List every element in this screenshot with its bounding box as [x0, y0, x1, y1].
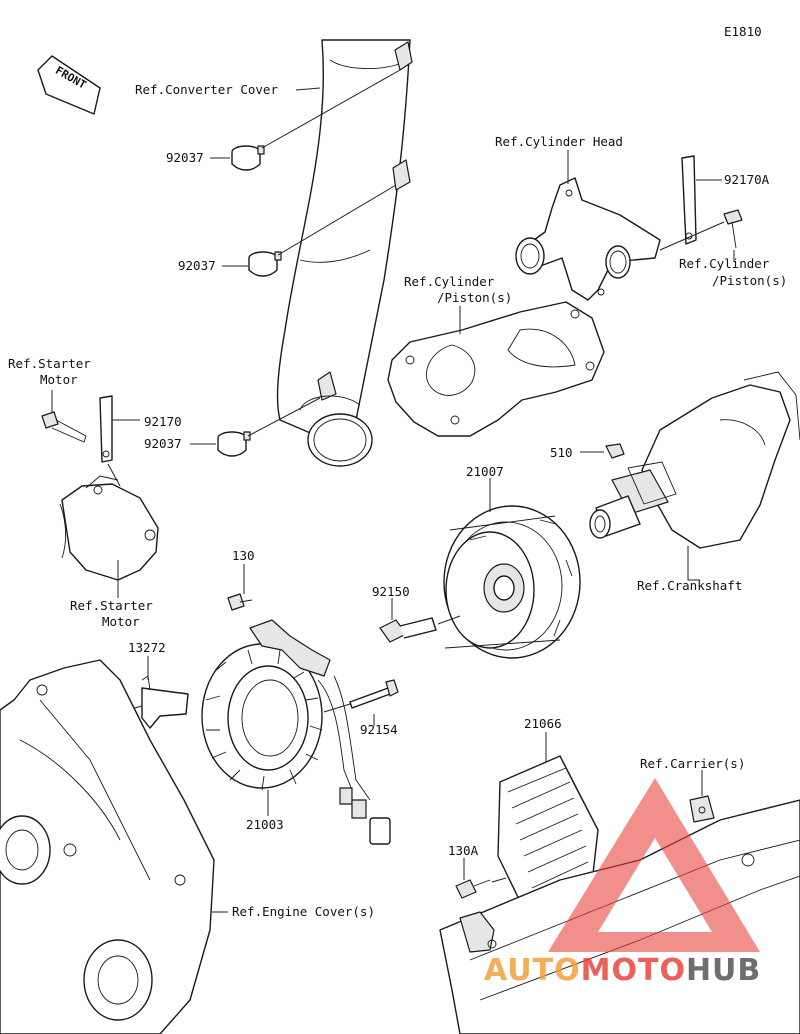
bracket-13272 [141, 675, 189, 729]
watermark-text-moto: MOTO [581, 953, 686, 988]
engine-cover [0, 659, 215, 1034]
clamp-92037-b [248, 251, 282, 277]
converter-duct [276, 39, 413, 467]
watermark-triangle-icon [548, 778, 760, 952]
label-21003: 21003 [246, 817, 284, 832]
label-92170A: 92170A [724, 172, 770, 187]
label-130: 130 [232, 548, 255, 563]
watermark-text-hub: HUB [686, 953, 761, 988]
label-92037-a: 92037 [166, 150, 204, 165]
strap-92170 [99, 395, 113, 463]
label-13272: 13272 [128, 640, 166, 655]
label-92150: 92150 [372, 584, 410, 599]
stator-21003 [201, 619, 391, 845]
bolt-starter [41, 411, 87, 443]
cylinder-gasket-plate [387, 301, 605, 437]
bolt-130A [455, 879, 491, 899]
label-ref-engine-cover: Ref.Engine Cover(s) [232, 904, 375, 919]
cylinder-head-intake [515, 177, 661, 301]
label-ref-cylinder-2: /Piston(s) [437, 290, 512, 305]
label-21066: 21066 [524, 716, 562, 731]
label-92037-c: 92037 [144, 436, 182, 451]
strap-92170A [681, 155, 697, 245]
carrier-frame [439, 795, 800, 1034]
label-ref-converter-cover: Ref.Converter Cover [135, 82, 278, 97]
watermark-text: AUTOMOTOHUB [484, 953, 761, 988]
label-ref-starter-top-1: Ref.Starter [8, 356, 91, 371]
bolt-92154 [349, 679, 399, 709]
label-ref-crankshaft: Ref.Crankshaft [637, 578, 742, 593]
label-92037-b: 92037 [178, 258, 216, 273]
bolt-cylinder [723, 209, 743, 249]
label-ref-cylinder-head: Ref.Cylinder Head [495, 134, 623, 149]
label-ref-starter-bottom-1: Ref.Starter [70, 598, 153, 613]
key-510 [605, 443, 625, 459]
watermark-text-auto: AUTO [484, 953, 581, 988]
bolt-92150 [379, 617, 437, 643]
label-130A: 130A [448, 843, 479, 858]
label-ref-cylinder-right-2: /Piston(s) [712, 273, 787, 288]
watermark-logo: AUTOMOTOHUB [484, 778, 761, 988]
bolt-130 [227, 593, 253, 611]
label-ref-starter-bottom-2: Motor [102, 614, 140, 629]
label-92170: 92170 [144, 414, 182, 429]
front-arrow-icon: FRONT [37, 55, 101, 115]
label-ref-carrier: Ref.Carrier(s) [640, 756, 745, 771]
label-92154: 92154 [360, 722, 398, 737]
clamp-92037-a [231, 145, 265, 171]
crankshaft [589, 371, 800, 549]
label-510: 510 [550, 445, 573, 460]
label-ref-starter-top-2: Motor [40, 372, 78, 387]
diagram-code: E1810 [724, 24, 762, 39]
label-21007: 21007 [466, 464, 504, 479]
clamp-92037-c [217, 431, 251, 457]
rotor-21007 [443, 505, 581, 659]
label-ref-cylinder-right-1: Ref.Cylinder [679, 256, 770, 271]
starter-bracket [59, 475, 159, 581]
label-ref-cylinder-1: Ref.Cylinder [404, 274, 495, 289]
